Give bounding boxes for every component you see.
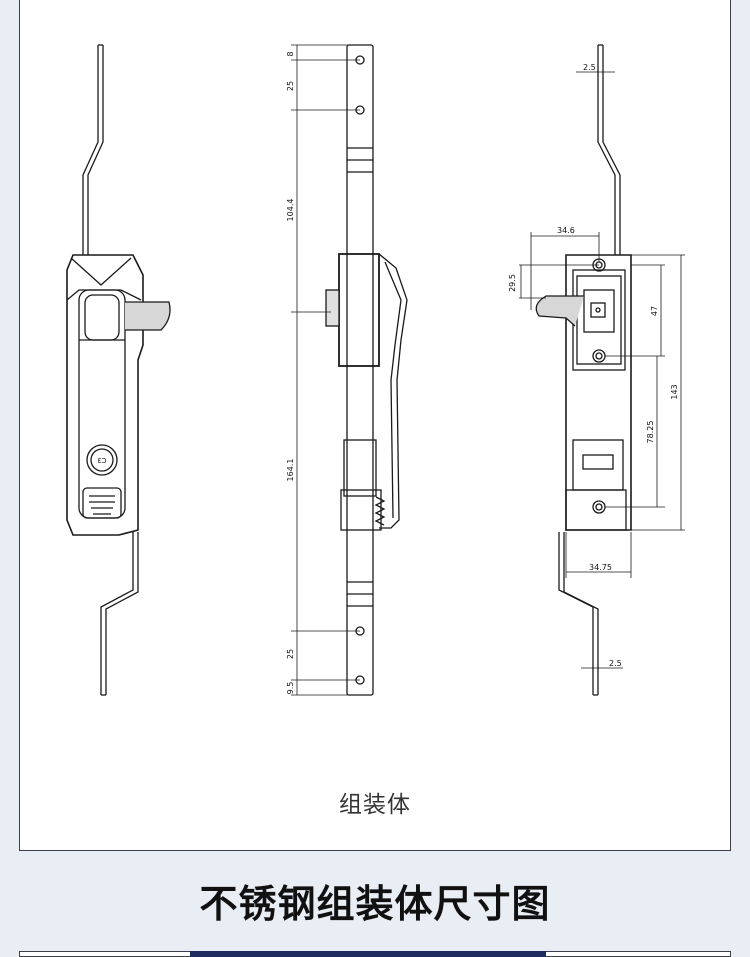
side-bar: [346, 44, 374, 696]
svg-text:ƐƆ: ƐƆ: [97, 457, 106, 465]
back-dimension-labels: 2.5 34.6 29.5 47 78.25 143 34.75 2.5: [508, 63, 679, 668]
dim-lower-offset: 78.25: [646, 421, 655, 444]
side-dimensions: [291, 44, 360, 696]
lock-cylinder: [86, 444, 118, 476]
back-top-rod: [597, 45, 621, 255]
dim-upper-length: 104.4: [286, 199, 295, 222]
handle-housing: [66, 254, 144, 536]
front-view: ƐƆ: [66, 44, 171, 696]
top-rod: [82, 45, 104, 255]
dim-bottom-margin: 9.5: [286, 682, 295, 695]
dim-bottom-hole-spacing: 25: [286, 649, 295, 659]
dim-top-margin: 8: [286, 51, 295, 56]
back-bottom-rod: [558, 532, 599, 695]
back-dimensions: [519, 66, 685, 674]
back-view: [535, 44, 632, 696]
technical-drawing: ƐƆ: [66, 44, 685, 696]
dim-housing-height: 47: [650, 306, 659, 316]
drawing-panel: ƐƆ: [19, 0, 731, 851]
dim-rod-width-top: 2.5: [583, 63, 596, 72]
dim-lower-length: 164.1: [286, 459, 295, 482]
dim-body-width: 34.75: [589, 563, 612, 572]
side-dimension-labels: 8 25 104.4 164.1 25 9.5: [286, 51, 295, 694]
dim-rod-width-bottom: 2.5: [609, 659, 622, 668]
side-view: [325, 44, 408, 696]
page-title: 不锈钢组装体尺寸图: [199, 882, 551, 926]
bottom-accent-bar: [190, 951, 546, 957]
dim-total-height: 143: [670, 384, 679, 399]
dim-top-hole-spacing: 25: [286, 81, 295, 91]
dim-handle-offset: 29.5: [508, 274, 517, 292]
drawing-caption: 组装体: [339, 792, 411, 818]
dim-handle-width: 34.6: [557, 226, 575, 235]
bottom-rod: [100, 532, 139, 695]
